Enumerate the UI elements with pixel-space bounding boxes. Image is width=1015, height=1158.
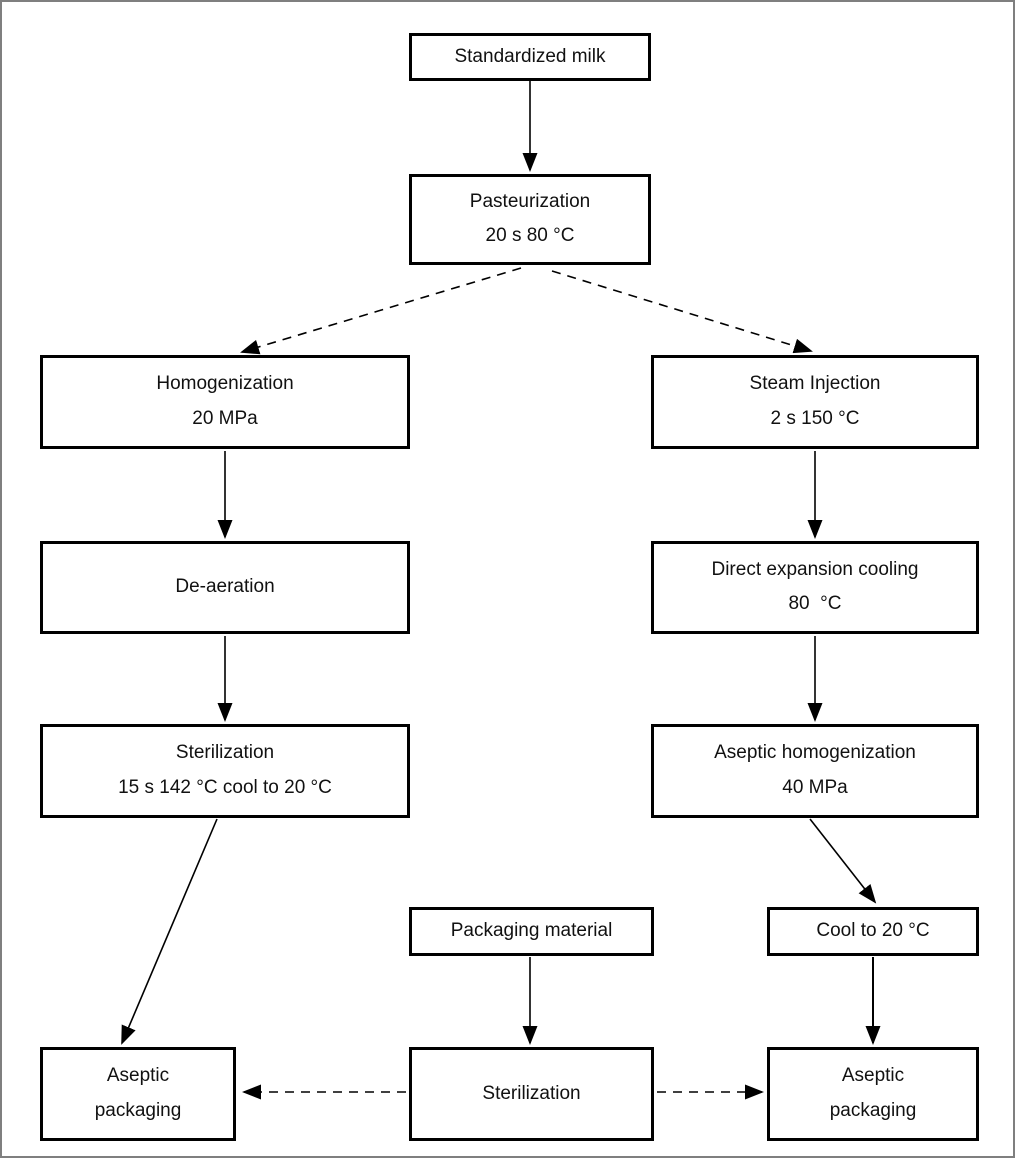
node-label: De-aeration	[175, 576, 275, 598]
node-label: Sterilization	[175, 742, 275, 764]
arrow-pasteurization-to-steam-injection	[551, 270, 813, 354]
node-sublabel: 2 s 150 °C	[770, 407, 860, 429]
node-label: Pasteurization	[469, 191, 591, 213]
node-label: Aseptic	[841, 1065, 905, 1087]
node-sublabel: 15 s 142 °C cool to 20 °C	[118, 776, 332, 798]
node-sublabel: packaging	[829, 1099, 917, 1121]
arrow-sterilization-to-aseptic-packaging-left	[121, 818, 218, 1045]
node-label: Direct expansion cooling	[711, 559, 919, 581]
arrow-aseptic-homogenization-to-cool	[809, 818, 877, 904]
arrow-pasteurization-to-homogenization	[240, 267, 522, 355]
node-standardized-milk: Standardized milk	[409, 33, 651, 81]
node-pasteurization: Pasteurization 20 s 80 °C	[409, 174, 651, 265]
node-label: Sterilization	[482, 1082, 581, 1104]
node-sterilization-left: Sterilization 15 s 142 °C cool to 20 °C	[40, 724, 410, 818]
node-aseptic-packaging-right: Aseptic packaging	[767, 1047, 979, 1141]
node-label: Aseptic homogenization	[714, 742, 916, 764]
node-label: Standardized milk	[454, 45, 606, 67]
node-de-aeration: De-aeration	[40, 541, 410, 634]
node-packaging-material: Packaging material	[409, 907, 654, 956]
node-aseptic-packaging-left: Aseptic packaging	[40, 1047, 236, 1141]
node-sublabel: 80 °C	[788, 593, 842, 615]
node-label: Cool to 20 °C	[816, 920, 930, 942]
node-sterilization-bottom: Sterilization	[409, 1047, 654, 1141]
node-direct-expansion-cooling: Direct expansion cooling 80 °C	[651, 541, 979, 634]
node-cool-to-20: Cool to 20 °C	[767, 907, 979, 956]
node-label: Steam Injection	[749, 373, 881, 395]
node-label: Homogenization	[156, 373, 294, 395]
node-sublabel: 20 s 80 °C	[485, 224, 575, 246]
node-sublabel: 40 MPa	[782, 776, 848, 798]
node-sublabel: 20 MPa	[192, 407, 258, 429]
node-label: Aseptic	[106, 1065, 170, 1087]
node-label: Packaging material	[450, 920, 613, 942]
node-aseptic-homogenization: Aseptic homogenization 40 MPa	[651, 724, 979, 818]
node-steam-injection: Steam Injection 2 s 150 °C	[651, 355, 979, 449]
node-homogenization: Homogenization 20 MPa	[40, 355, 410, 449]
node-sublabel: packaging	[94, 1099, 182, 1121]
